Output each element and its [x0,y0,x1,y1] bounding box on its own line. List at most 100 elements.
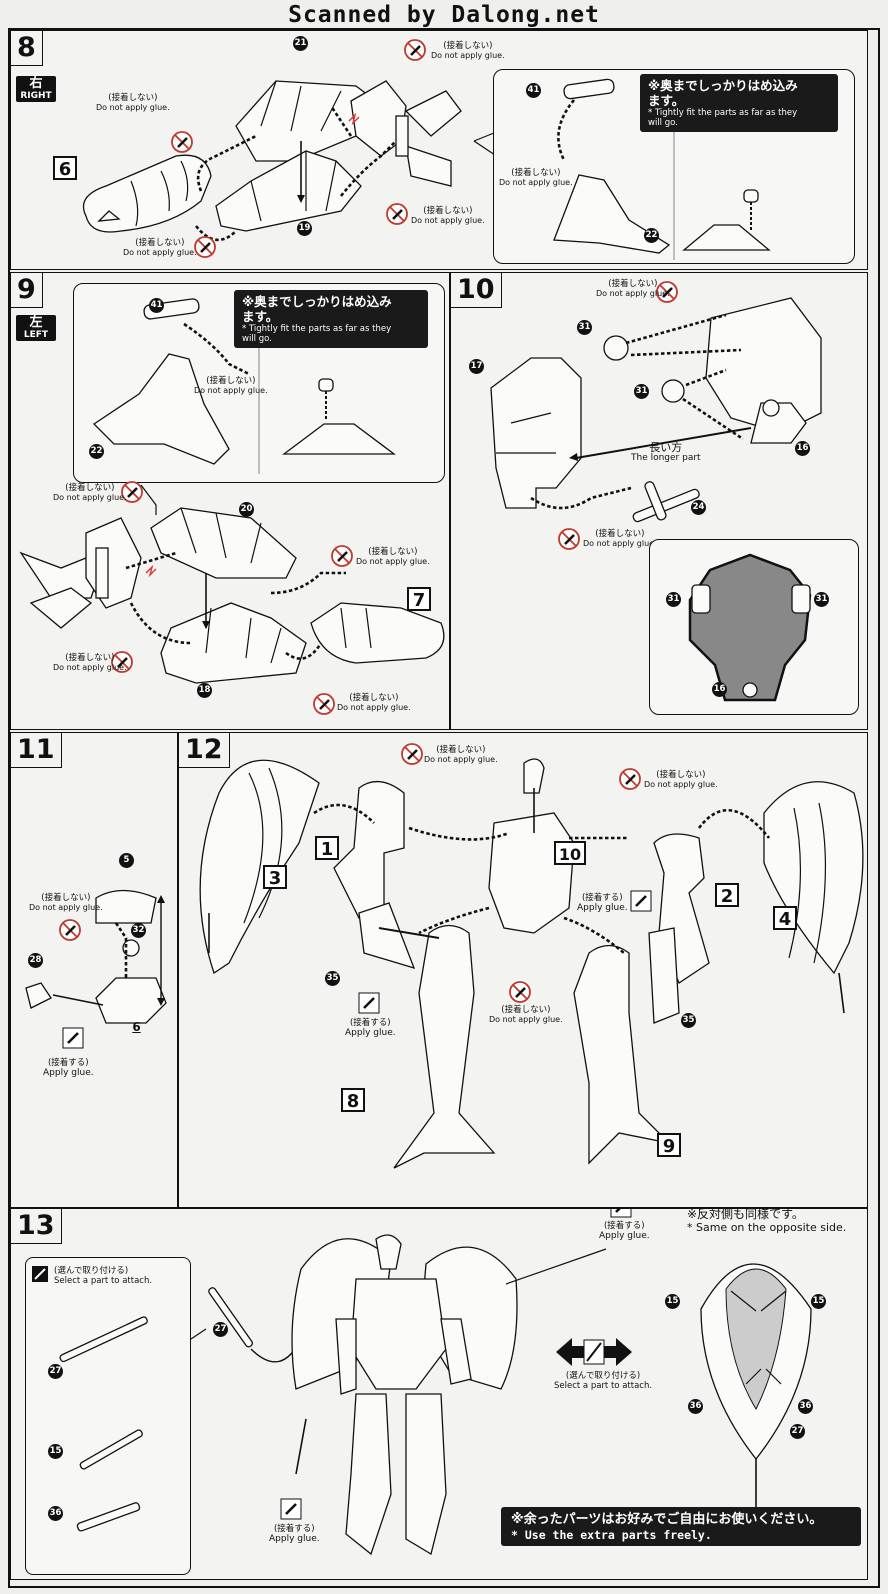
step-number: 12 [179,733,230,768]
part-number-15: 15 [665,1294,680,1309]
no-glue-note: (接着しない) Do not apply glue. [596,279,670,298]
no-glue-note: (接着しない) Do not apply glue. [644,770,718,789]
part-number-36: 36 [688,1399,703,1414]
no-glue-icon [386,203,408,225]
sub-assembly-6-label: 6 [53,156,77,180]
sub-assembly-2-label: 2 [715,883,739,907]
glue-icon [62,1027,84,1049]
part-number-21: 21 [293,36,308,51]
no-glue-icon [111,651,133,673]
sub-assembly-3-label: 3 [263,865,287,889]
glue-note: (接着する) Apply glue. [269,1524,320,1544]
glue-icon [630,890,652,912]
step-number: 10 [451,273,502,308]
glue-icon [610,1209,632,1218]
page-frame [8,28,880,1588]
part-number-15: 15 [48,1444,63,1459]
no-glue-icon [171,131,193,153]
step-12-drawing [199,743,864,1169]
part-number-20: 20 [239,502,254,517]
longer-part-note: 長い方 The longer part [631,441,701,463]
no-glue-note: (接着しない) Do not apply glue. [356,547,430,566]
select-arrow-icon [556,1338,632,1366]
no-glue-note: (接着しない) Do not apply glue. [53,653,127,672]
select-part-inset: (選んで取り付ける) Select a part to attach. 27 1… [25,1257,191,1575]
opposite-side-note: ※反対側も同様です。 * Same on the opposite side. [687,1208,847,1234]
step-9-drawing [19,481,445,715]
no-glue-icon [558,528,580,550]
part-number-27: 27 [213,1322,228,1337]
inset-drawing [688,553,812,702]
part-number-35: 35 [325,971,340,986]
no-glue-icon [404,39,426,61]
part-number-27: 27 [48,1364,63,1379]
part-number-16: 16 [712,682,727,697]
no-glue-icon [656,281,678,303]
side-tag-right: 右 RIGHT [16,76,56,102]
part-number-41: 41 [149,298,164,313]
no-glue-note: (接着しない) Do not apply glue. [499,168,573,187]
select-icon [32,1266,48,1282]
glue-note: (接着する) Apply glue. [345,1018,396,1038]
no-glue-icon [331,545,353,567]
cover-21-drawing [235,80,377,162]
torso-17-drawing [490,357,582,509]
no-glue-icon [121,481,143,503]
sub-assembly-4-label: 4 [773,906,797,930]
glue-note: (接着する) Apply glue. [577,893,628,913]
no-glue-note: (接着しない) Do not apply glue. [583,529,657,548]
part-number-6: 6 [132,1020,141,1034]
part-number-31: 31 [814,592,829,607]
step-number: 9 [11,273,43,308]
glue-icon [358,992,380,1014]
step-8-panel: 8 右 RIGHT [10,30,868,270]
shoulder-drawing [350,80,462,187]
sub-assembly-10-label: 10 [554,841,586,865]
side-tag-left: 左 LEFT [16,315,56,341]
step-11-drawing [25,889,167,1049]
no-glue-icon [194,236,216,258]
part-number-24: 24 [691,500,706,515]
no-glue-icon [619,768,641,790]
select-part-note: (選んで取り付ける) Select a part to attach. [554,1371,653,1391]
step-number: 8 [11,31,43,66]
sub-assembly-9-label: 9 [657,1133,681,1157]
body-19-drawing [215,141,362,232]
part-number-36: 36 [48,1506,63,1521]
step-9-panel: 9 左 LEFT 41 22 (接着しない) Do not apply glue… [10,272,450,730]
no-glue-note: (接着しない) Do not apply glue. [431,41,505,60]
glue-note: (接着する) Apply glue. [43,1058,94,1078]
part-number-17: 17 [469,359,484,374]
no-glue-icon [509,981,531,1003]
assembled-figure-drawing [291,1234,518,1556]
part-number-28: 28 [28,953,43,968]
part-number-27: 27 [790,1424,805,1439]
glue-note: (接着する) Apply glue. [599,1221,650,1241]
step-13-drawing [190,1209,812,1556]
step-10-drawing [490,281,822,550]
step-10-panel: 10 [450,272,868,730]
shoulder-drawing [19,517,142,629]
no-glue-note: (接着しない) Do not apply glue. [96,93,170,112]
part-number-15: 15 [811,1294,826,1309]
part-number-16: 16 [795,441,810,456]
sub-assembly-7-label: 7 [407,587,431,611]
part-number-22: 22 [644,228,659,243]
detail-inset: 41 22 (接着しない) Do not apply glue. ※奥までしっか… [73,283,445,483]
no-glue-note: (接着しない) Do not apply glue. [194,376,268,395]
step-number: 11 [11,733,62,768]
part-number-32: 32 [131,923,146,938]
part-number-31: 31 [666,592,681,607]
detail-inset: 41 22 (接着しない) Do not apply glue. ※奥までしっか… [493,69,855,264]
part-number-5: 5 [119,853,134,868]
no-glue-note: (接着しない) Do not apply glue. [424,745,498,764]
part-number-35: 35 [681,1013,696,1028]
part-number-41: 41 [526,83,541,98]
select-part-note: (選んで取り付ける) Select a part to attach. [54,1266,153,1286]
no-glue-note: (接着しない) Do not apply glue. [489,1005,563,1024]
tight-fit-callout: ※奥までしっかりはめ込み ます。 * Tightly fit the parts… [640,74,838,132]
no-glue-note: (接着しない) Do not apply glue. [123,238,197,257]
part-number-18: 18 [197,683,212,698]
step-number: 13 [11,1209,62,1244]
